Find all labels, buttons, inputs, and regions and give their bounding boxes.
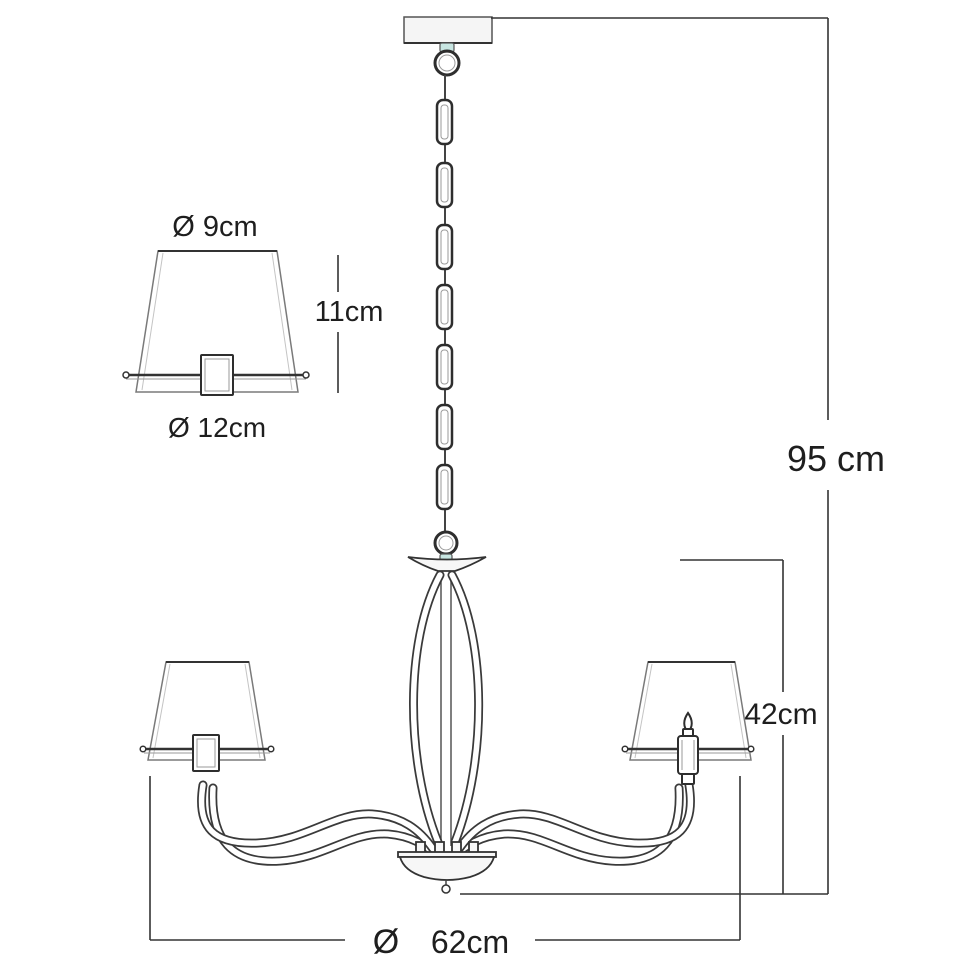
left-lamp-shade: [147, 661, 266, 761]
chain-link: [435, 463, 454, 511]
shade-bottom-diameter-label: Ø 12cm: [168, 412, 266, 443]
bottom-bowl: [397, 841, 497, 881]
chain: [435, 75, 454, 534]
lower-hook-ring: [433, 530, 459, 556]
chain-link: [435, 98, 454, 146]
central-stem: [409, 570, 484, 847]
chain-link: [435, 223, 454, 271]
chain-link: [435, 161, 454, 209]
overall-diameter-label: 62cm: [431, 924, 509, 960]
chain-link: [435, 343, 454, 391]
shade-height-label: 11cm: [315, 296, 384, 328]
top-cup: [407, 556, 487, 572]
left-lamp-socket: [192, 734, 220, 772]
chain-link: [435, 283, 454, 331]
shade-top-diameter-label: Ø 9cm: [172, 211, 257, 243]
dimension-line-total-height: [460, 17, 829, 895]
dimension-line-body-height: [680, 559, 784, 894]
total-height-label: 95 cm: [787, 438, 885, 479]
left-arm: [197, 780, 442, 866]
bottom-finial: [441, 880, 451, 894]
chain-link: [435, 403, 454, 451]
top-hook-ring: [433, 49, 461, 77]
shade-detail-socket: [200, 354, 234, 396]
body-height-label: 42cm: [744, 698, 817, 731]
right-candle-bulb: [677, 711, 699, 785]
overall-diameter-symbol: Ø: [373, 923, 399, 961]
right-arm: [450, 780, 695, 866]
ceiling-canopy: [403, 16, 493, 44]
dimension-line-overall-diameter: [149, 776, 741, 941]
right-lamp-shade: [629, 661, 752, 761]
shade-detail-drawing: [122, 250, 310, 396]
